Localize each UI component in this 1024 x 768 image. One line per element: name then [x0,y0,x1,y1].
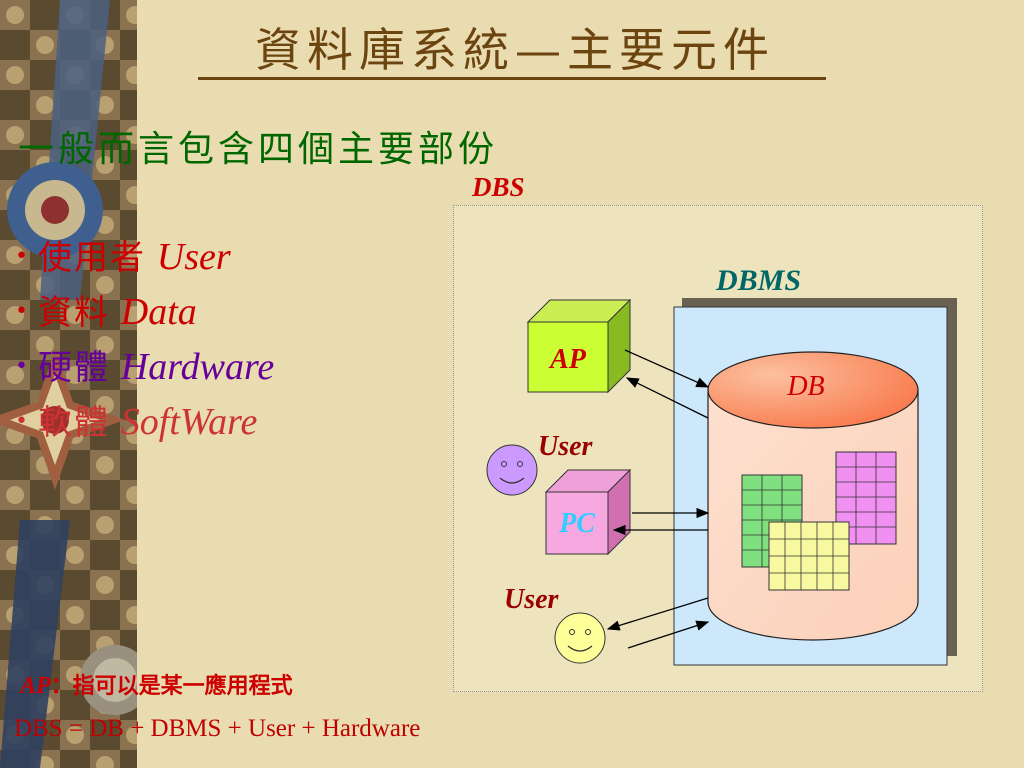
bullet-en: SoftWare [120,401,258,443]
data-table-yellow [768,521,850,591]
arrow-user-to-db [627,620,710,649]
user-label-2: User [504,584,560,615]
dbs-formula: DBS = DB + DBMS + User + Hardware [14,715,421,742]
pc-cube [544,468,632,556]
bullet-zh: 軟體 [37,403,110,443]
bullet-user: • 使用者 User [15,230,231,279]
user-face-yellow [554,612,606,664]
dbms-label: DBMS [716,264,802,297]
db-label: DB [786,371,824,402]
ap-note-term: AP [20,673,51,699]
title-underline [198,77,826,80]
arrow-ap-to-db [624,349,710,388]
ap-cube [526,298,632,394]
decorative-side-image [0,0,137,768]
arrow-db-to-user [606,597,709,631]
bullet-zh: 資料 [37,293,110,333]
bullet-data: • 資料 Data [15,285,197,334]
dbs-label: DBS [472,172,525,202]
bullet-marker: • [15,409,28,434]
pc-label: PC [558,508,595,539]
bullet-marker: • [15,244,28,269]
bullet-zh: 使用者 [37,238,146,278]
bullet-en: Data [120,291,197,333]
bullet-en: User [156,236,231,278]
subtitle: 一般而言包含四個主要部份 [18,129,499,170]
slide-title: 資料庫系統—主要元件 [255,23,775,77]
bullet-software: • 軟體 SoftWare [15,395,257,444]
arrow-db-to-ap [625,377,709,419]
bullet-marker: • [15,299,28,324]
ap-note-desc: ：指可以是某一應用程式 [50,673,293,699]
user-label-1: User [538,431,594,462]
bullet-en: Hardware [120,346,275,388]
ap-note: AP：指可以是某一應用程式 [20,668,293,700]
data-table-pink [835,451,897,545]
user-face-purple [486,444,538,496]
ap-label: AP [548,344,587,375]
bullet-zh: 硬體 [37,348,110,388]
bullet-marker: • [15,354,28,379]
bullet-hardware: • 硬體 Hardware [15,340,274,389]
